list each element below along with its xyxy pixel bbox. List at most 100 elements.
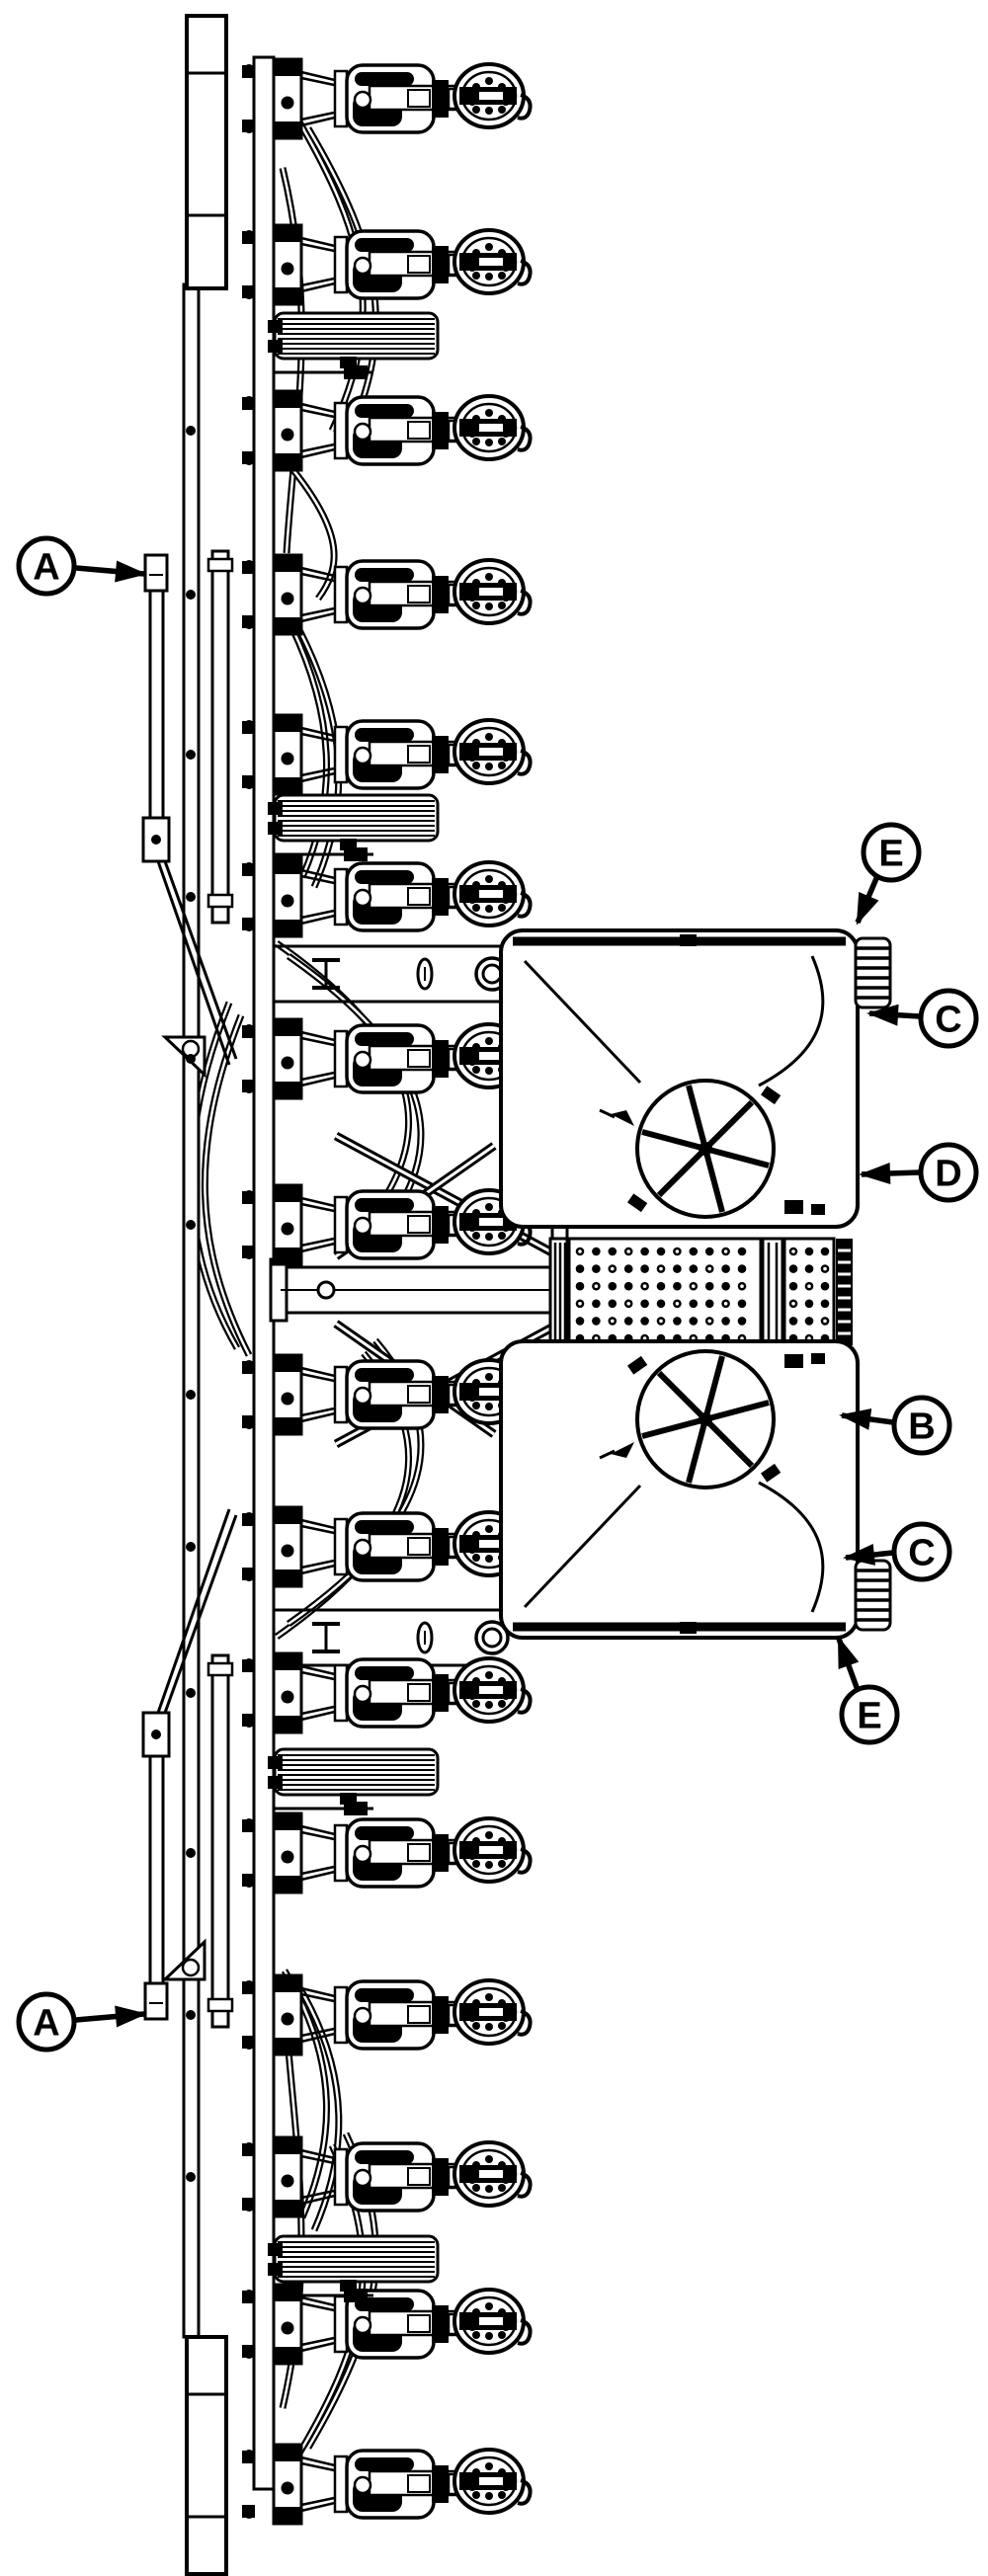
walkway-tread-dot xyxy=(623,1281,633,1291)
callout-circle xyxy=(16,1991,77,2053)
walkway-tread-dot xyxy=(820,1281,830,1291)
hitch-mast-top xyxy=(185,14,228,290)
walkway-tread-dot xyxy=(689,1317,699,1326)
walkway-tread-dot xyxy=(592,1299,601,1309)
walkway-tread-dot-hole xyxy=(807,1284,811,1288)
fertilizer-drum xyxy=(266,1747,440,1817)
callout-a-lower: A xyxy=(16,1991,147,2053)
walkway-tread-dot xyxy=(623,1317,633,1326)
callout-letter: C xyxy=(908,1533,935,1574)
marker-latch-bottom xyxy=(143,1981,169,2021)
callout-arrow xyxy=(836,1636,861,1691)
walkway-tread-dot xyxy=(804,1299,814,1309)
callout-letter: E xyxy=(857,1696,881,1737)
callout-letter: D xyxy=(935,1154,961,1195)
callout-arrow xyxy=(839,1408,894,1430)
walkway-tread-dot-hole xyxy=(594,1336,599,1340)
row-unit xyxy=(240,1973,533,2056)
walkway-tread-dot xyxy=(575,1281,585,1291)
walkway-tread-dot-hole xyxy=(791,1249,795,1253)
toolbar-bolt xyxy=(244,230,254,240)
toolbar-bolt xyxy=(244,779,254,789)
walkway-tread-dot xyxy=(673,1264,682,1273)
walkway-tread-dot-hole xyxy=(659,1266,663,1271)
walkway-tread-dot-hole xyxy=(659,1319,663,1324)
walkway-tread-dot xyxy=(673,1281,682,1291)
walkway-tread-dot-hole xyxy=(642,1336,647,1340)
callout-b: B xyxy=(839,1395,952,1456)
walkway-tread-dot-hole xyxy=(740,1284,744,1288)
walkway-tread-dot xyxy=(656,1247,666,1256)
tank-pointer-tail xyxy=(599,1108,616,1119)
center-drawbar-pin xyxy=(316,1280,336,1300)
walkway-tread-dot xyxy=(704,1281,714,1291)
tank-pointer xyxy=(611,1110,634,1126)
upper-seed-tank xyxy=(499,928,892,1229)
row-unit xyxy=(240,1183,533,1266)
front-bar-bolt xyxy=(186,1220,196,1230)
callout-circle xyxy=(891,1395,952,1456)
row-unit xyxy=(240,389,533,472)
walkway-tread-dot-hole xyxy=(791,1302,795,1306)
callout-circle xyxy=(16,535,77,597)
toolbar-bolt xyxy=(244,922,254,931)
walkway-right-panel xyxy=(782,1237,836,1347)
callout-letter: E xyxy=(878,834,903,875)
callout-e-upper: E xyxy=(855,822,922,926)
walkway-tread-dot xyxy=(575,1264,585,1273)
walkway-tread-dot xyxy=(737,1247,747,1256)
toolbar-bolt xyxy=(244,2450,254,2459)
front-bar-bolt xyxy=(186,590,196,600)
walkway-tread-dot-hole xyxy=(578,1249,582,1253)
toolbar-bolt xyxy=(244,2509,254,2519)
front-bar-bolt xyxy=(186,2010,196,2020)
toolbar-bolt xyxy=(244,2349,254,2359)
gusset-bottom-pivot xyxy=(181,1958,201,1977)
toolbar-bolt xyxy=(244,2040,254,2050)
tank-fold-curve xyxy=(758,955,825,1087)
walkway-tread-dot-hole xyxy=(675,1249,680,1253)
walkway-main-panel xyxy=(567,1237,763,1347)
walkway-tread-dot xyxy=(656,1281,666,1291)
front-bar-bolt xyxy=(186,426,196,436)
walkway-tread-dot xyxy=(820,1247,830,1256)
marker-brace-top-2 xyxy=(163,860,238,1060)
hose-core xyxy=(283,611,328,878)
toolbar-bolt xyxy=(244,1818,254,1828)
fold-cylinder-upper-collar-2 xyxy=(206,893,234,909)
toolbar-bolt xyxy=(244,1084,254,1093)
toolbar-bolt xyxy=(244,560,254,570)
toolbar-bolt xyxy=(244,64,254,74)
walkway-tread-dot xyxy=(640,1317,649,1326)
walkway-tread-dot xyxy=(608,1299,618,1309)
walkway-divider xyxy=(761,1237,784,1347)
marker-brace-bottom-2 xyxy=(163,1514,238,1714)
toolbar-bolt xyxy=(244,123,254,133)
callout-circle xyxy=(861,822,922,883)
toolbar-bolt xyxy=(244,1878,254,1888)
row-unit xyxy=(240,2135,533,2218)
toolbar-bolt xyxy=(244,1512,254,1522)
hitch-mast-bottom xyxy=(185,2335,228,2576)
walkway-tread-dot xyxy=(689,1264,699,1273)
walkway-tread-dot xyxy=(788,1281,798,1291)
center-walkway xyxy=(548,1237,853,1347)
walkway-tread-dot-hole xyxy=(692,1336,696,1340)
marker-foot-bottom-bolt xyxy=(151,1730,161,1739)
tank-pointer-tail xyxy=(599,1449,616,1460)
walkway-tread-dot-hole xyxy=(642,1284,647,1288)
walkway-tread-dot xyxy=(737,1317,747,1326)
toolbar-bolt xyxy=(244,1571,254,1581)
marker-foot-top-bolt xyxy=(151,835,161,845)
toolbar-bolt xyxy=(244,1980,254,1990)
front-bar-bolt xyxy=(186,2172,196,2182)
row-unit xyxy=(240,1505,533,1588)
tank-fan-nub-2 xyxy=(627,1355,648,1375)
toolbar-bolt xyxy=(244,1024,254,1034)
callout-arrow xyxy=(75,560,147,583)
walkway-tread-dot-hole xyxy=(611,1319,615,1324)
front-bar-bolt xyxy=(186,750,196,760)
hinge-band-1-tube-inner xyxy=(481,963,503,985)
callout-circle xyxy=(839,1684,900,1745)
